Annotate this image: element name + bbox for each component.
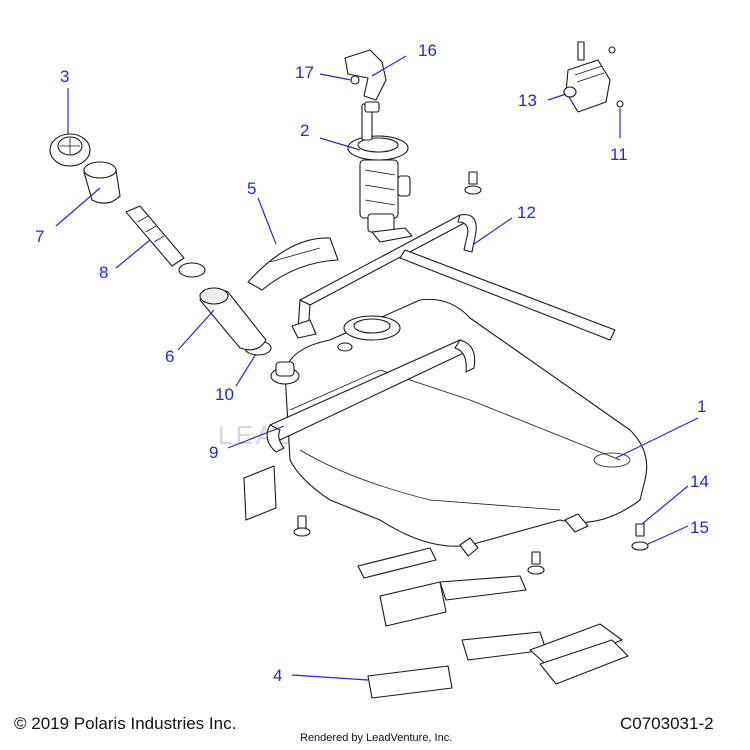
cover-screw[interactable] (350, 75, 360, 85)
vent-hose[interactable] (125, 205, 185, 267)
tank-strap[interactable] (266, 339, 476, 453)
pads[interactable] (357, 547, 629, 699)
callout-9: 9 (209, 443, 218, 462)
callout-6: 6 (165, 347, 174, 366)
bolt-top[interactable] (464, 171, 482, 195)
tank-clip[interactable] (243, 465, 277, 521)
callout-13: 13 (518, 91, 537, 110)
fuel-cap[interactable] (49, 133, 91, 167)
module-screw-top[interactable] (608, 46, 616, 54)
copyright-text: © 2019 Polaris Industries Inc. (14, 714, 237, 733)
fuel-pump[interactable] (347, 103, 413, 243)
hose-clamp-upper[interactable] (178, 262, 206, 278)
module-screw[interactable] (616, 100, 624, 108)
tank-bracket[interactable] (291, 214, 616, 341)
callout-3: 3 (60, 67, 69, 86)
leader-lines (55, 55, 699, 681)
rendered-by-text: Rendered by LeadVenture, Inc. (300, 732, 453, 744)
callout-15: 15 (690, 518, 709, 537)
callout-7: 7 (35, 227, 44, 246)
fuel-tank[interactable] (270, 298, 648, 557)
callout-8: 8 (99, 263, 108, 282)
pump-cover[interactable] (344, 49, 387, 113)
heat-shield[interactable] (247, 237, 339, 291)
callout-17: 17 (295, 63, 314, 82)
callout-4: 4 (273, 666, 282, 685)
bolt-left[interactable] (293, 515, 311, 537)
washer[interactable] (631, 541, 649, 551)
callout-5: 5 (247, 179, 256, 198)
callout-1: 1 (697, 397, 706, 416)
bolt-mid[interactable] (527, 551, 545, 575)
callout-12: 12 (517, 203, 536, 222)
callout-16: 16 (418, 41, 437, 60)
diagram-code: C0703031-2 (620, 714, 714, 733)
callout-14: 14 (690, 472, 709, 491)
sensor-module[interactable] (563, 41, 611, 113)
bolt-right[interactable] (635, 523, 645, 537)
callout-10: 10 (215, 385, 234, 404)
fill-hose[interactable] (199, 287, 267, 351)
callout-11: 11 (610, 145, 628, 164)
callout-2: 2 (300, 121, 309, 140)
